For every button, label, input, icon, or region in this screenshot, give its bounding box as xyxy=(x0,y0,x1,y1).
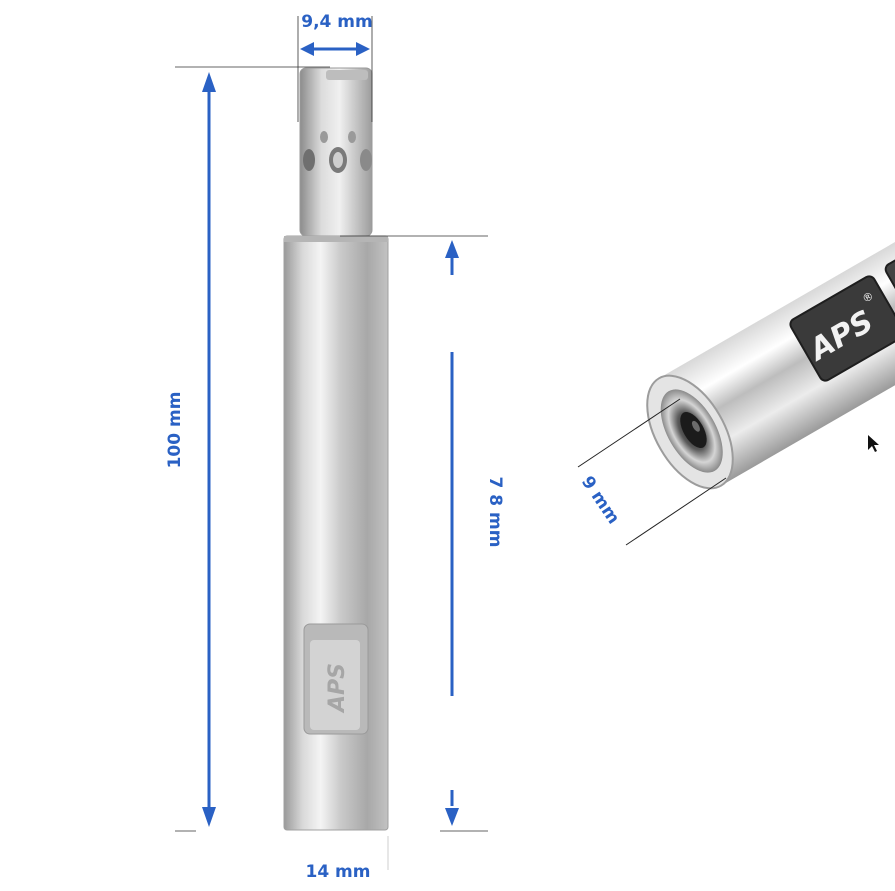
tip-width-dimension: 9,4 mm xyxy=(297,12,373,122)
tip-width-label: 9,4 mm xyxy=(301,12,372,32)
mouse-cursor-icon xyxy=(868,435,879,452)
total-length-dimension: 100 mm xyxy=(165,66,330,832)
sleeve-body xyxy=(283,235,389,831)
sleeve-end-closeup: APS ® xyxy=(646,218,895,490)
sleeve-diameter-dimension: 14 mm xyxy=(305,836,389,882)
retaining-ball-holes xyxy=(303,131,372,173)
sleeve-length-label: 7 8 mm xyxy=(485,477,505,548)
logo-text: APS xyxy=(325,663,350,714)
total-length-label: 100 mm xyxy=(165,392,185,469)
sleeve-diameter-label: 14 mm xyxy=(305,862,370,882)
sleeve-length-dimension: 7 8 mm xyxy=(340,235,505,832)
logo-flat: APS xyxy=(303,623,369,735)
bit-holder-side-view: APS xyxy=(283,67,389,831)
hex-socket-label: 9 mm xyxy=(577,473,623,528)
closeup-logo-plate: APS ® xyxy=(789,233,895,382)
